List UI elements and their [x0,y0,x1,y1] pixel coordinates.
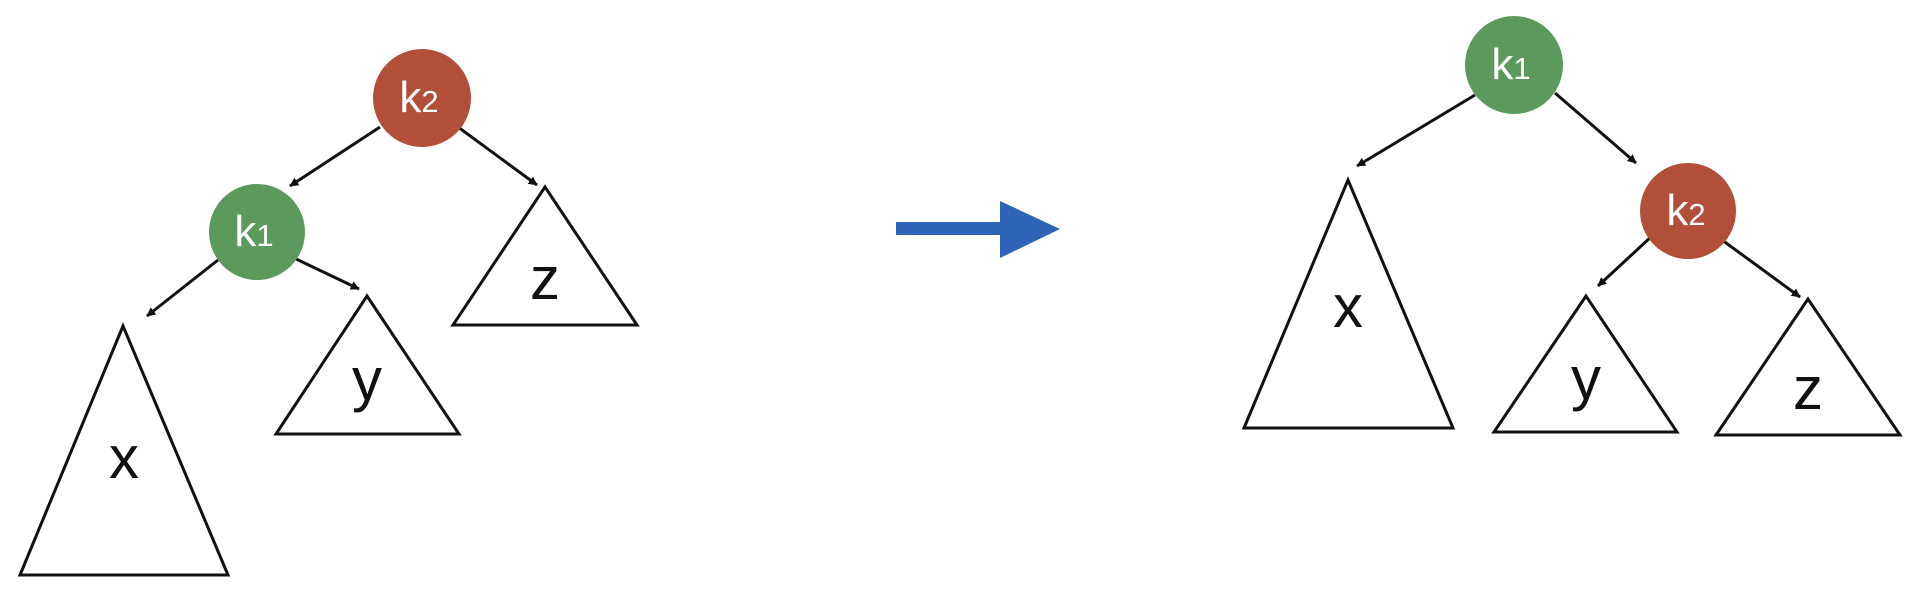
node-k2-sub: 2 [1688,197,1705,232]
subtree-z: z [1713,296,1903,437]
edge-k1-to-x [146,258,219,318]
subtree-x-label: x [1333,273,1363,340]
after-tree: x y z k1 k2 [1241,16,1903,437]
svg-text:k1: k1 [1491,40,1530,89]
svg-text:k1: k1 [234,207,273,256]
svg-text:k2: k2 [399,73,438,122]
subtree-y-label: y [352,346,382,413]
subtree-x-label: x [109,424,139,491]
edge-k2-to-z [457,125,538,187]
subtree-z: z [450,184,640,327]
right-arrow-icon [896,201,1060,258]
edge-k1-to-y [293,256,360,291]
subtree-y: y [1491,293,1680,434]
subtree-x: x [1241,176,1456,430]
edge-k2-to-y [1596,234,1654,288]
node-k1-sub: 1 [256,218,273,253]
node-k1-base: k [234,207,257,256]
subtree-z-label: z [1793,355,1823,422]
node-k1-sub: 1 [1513,51,1530,86]
subtree-y: y [273,293,462,436]
subtree-y-label: y [1571,345,1601,412]
node-k2-base: k [399,73,422,122]
node-k2-base: k [1666,186,1689,235]
node-k1-base: k [1491,40,1514,89]
edge-k1-to-k2 [1554,91,1637,165]
subtree-x: x [17,322,231,577]
edge-k1-to-x [1356,93,1476,168]
node-k2: k2 [1640,163,1736,259]
edge-k2-to-k1 [289,125,381,188]
before-tree: x y z k2 k1 [17,49,640,577]
node-k1: k1 [1465,16,1563,114]
node-k2: k2 [373,49,471,147]
svg-text:k2: k2 [1666,186,1705,235]
subtree-z-label: z [530,245,560,312]
edge-k2-to-z [1721,238,1801,299]
node-k1: k1 [209,184,305,280]
node-k2-sub: 2 [421,84,438,119]
